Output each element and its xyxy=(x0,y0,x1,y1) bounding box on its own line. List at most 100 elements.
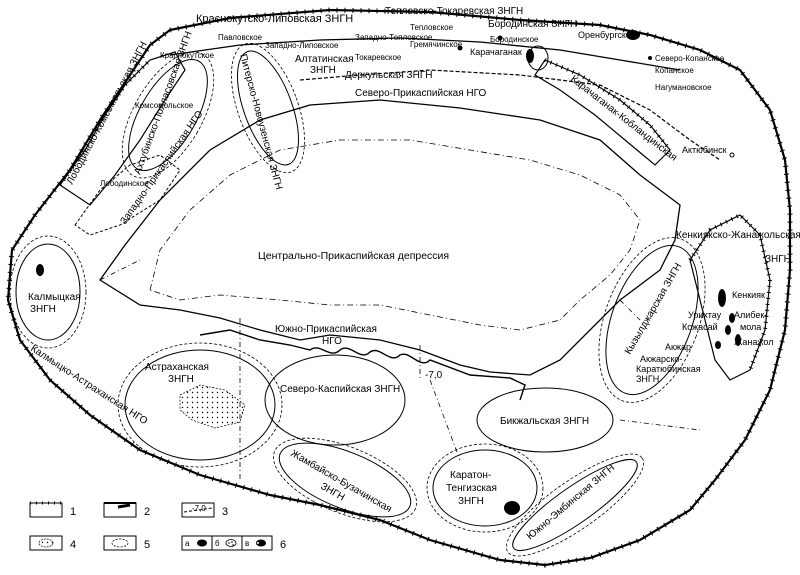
borodinskoe-field xyxy=(497,35,503,41)
label-tsentralno-prikaspiyskaya: Центрально-Прикаспийская депрессия xyxy=(258,250,449,262)
label-krasnokutsko-lipovskaya: Краснокутско-Липовская ЗНГН xyxy=(196,13,353,25)
label-karachaganak: Карачаганак xyxy=(470,47,522,57)
kenkiyak-field xyxy=(718,289,726,307)
label-tokarevskoe: Токаревское xyxy=(355,53,402,62)
label-karatyubinskaya: Каратюбинская xyxy=(636,364,701,374)
label-kenkiyak-znhn: ЗНГН xyxy=(765,254,791,265)
label-astrakhanskaya-2: ЗНГН xyxy=(168,374,194,385)
label-nagumanovskoe: Нагумановское xyxy=(655,83,712,92)
kalmytskaya-field xyxy=(36,264,44,276)
label-zapadno-teplovskoe: Западно-Тепловское xyxy=(355,33,433,42)
label-mola: мола xyxy=(740,322,761,332)
legend-label-5: 5 xyxy=(144,539,150,551)
label-kenkiyaksko-zhanazholskaya: Кенкиякско-Жанажольская xyxy=(676,230,800,241)
label-isoline-minus-7: -7,0 xyxy=(425,370,443,381)
yuzhno-embinskaya-zone xyxy=(512,459,638,551)
akhtubinsko-zone xyxy=(128,59,208,171)
karachaganak-field-core xyxy=(526,49,534,63)
label-kenkiyak: Кенкияк xyxy=(732,290,765,300)
legend-label-6: 6 xyxy=(280,539,286,551)
zhanazhol-field xyxy=(735,334,741,346)
legend-sub-v: в xyxy=(245,539,249,548)
kalmytskaya-zone-outer xyxy=(9,235,87,349)
label-severo-kopanskoe: Северо-Копанское xyxy=(655,54,725,63)
karaton-zone xyxy=(432,449,538,527)
label-severo-prikaspiyskaya: Северо-Прикаспийская НГО xyxy=(355,88,487,99)
west-zone xyxy=(74,154,181,236)
gremyachinskoe-field xyxy=(457,45,463,51)
orenburgskoe-field xyxy=(626,30,640,40)
kyzyldzharskaya-zone xyxy=(605,244,699,396)
division-lines xyxy=(99,259,701,480)
label-zhanazhol: Жанажол xyxy=(734,337,773,347)
label-zhambaysko-buzachinskaya: Жамбайско-Бузачинская xyxy=(289,447,394,515)
isoline-minus-7 xyxy=(199,329,526,401)
legend-label-3: 3 xyxy=(222,506,228,518)
label-karaton: Каратон- xyxy=(450,470,491,481)
astrakhanskaya-zone xyxy=(124,349,276,461)
inner-dashed-boundary xyxy=(149,139,641,331)
zhambaysko-zone xyxy=(278,442,412,518)
legend-sub-b: б xyxy=(215,539,220,548)
kenkiyak-hatch xyxy=(688,212,773,371)
label-borodinskaya: Бородинская ЗНГН xyxy=(488,19,577,30)
label-derkulskaya: Деркульская ЗНГН xyxy=(345,70,432,81)
label-bikzhalskaya: Бикжальская ЗНГН xyxy=(500,416,589,427)
legend-item-6: а б в 6 xyxy=(181,535,286,551)
legend-iso-value: -7,0 xyxy=(192,504,206,513)
label-komsomolskoe: Комсомольское xyxy=(135,101,194,110)
akhtubinsko-zone-outer xyxy=(121,51,215,179)
label-karatyubinskaya-znhn: ЗНГН xyxy=(636,374,659,384)
legend-item-4: 4 xyxy=(29,535,76,551)
label-severo-kaspiyskaya: Северо-Каспийская ЗНГН xyxy=(280,384,400,395)
severo-kopanskoe-field xyxy=(648,56,652,60)
lobodinsko-komsomolskaya-zone xyxy=(59,51,186,206)
legend-item-5: 5 xyxy=(103,535,150,551)
legend-label-1: 1 xyxy=(70,506,76,518)
tengiz-field xyxy=(504,501,520,515)
karachaganak-zone xyxy=(534,59,671,166)
kyzyldzharskaya-zone-outer xyxy=(598,237,706,403)
kozhasay-field xyxy=(715,341,721,349)
label-alibek: Алибек- xyxy=(734,310,767,320)
label-karaton-znhn: ЗНГН xyxy=(458,496,484,507)
label-yuzhno-prikaspiyskaya-2: НГО xyxy=(322,336,342,347)
label-altatinskaya-2: ЗНГН xyxy=(310,65,336,76)
label-akzharsko: Акжарско- xyxy=(640,354,683,364)
label-akzhar: Акжар xyxy=(665,342,691,352)
legend-label-4: 4 xyxy=(70,539,76,551)
legend-item-2: 2 xyxy=(103,502,150,518)
label-aktyubinsk: Актюбинск xyxy=(682,145,727,155)
label-gremyachinskoe: Гремячинское xyxy=(410,40,463,49)
kalmytskaya-zone xyxy=(15,243,81,341)
legend-item-3: -7,0 3 xyxy=(181,502,228,518)
label-kalmytskaya: Калмыцкая xyxy=(28,292,81,303)
label-kalmytskaya-2: ЗНГН xyxy=(30,304,56,315)
basin-boundary xyxy=(6,8,792,567)
label-yuzhno-embinskaya: Южно-Эмбинская ЗНГН xyxy=(524,462,617,543)
severo-kaspiyskaya-zone xyxy=(264,354,406,446)
astrakhanskaya-zone-outer xyxy=(117,342,283,468)
legend: 1 2 -7,0 3 4 5 xyxy=(29,501,286,551)
label-teplovskoe: Тепловское xyxy=(410,23,454,32)
legend-item-1: 1 xyxy=(29,501,76,518)
aktyubinsk-city xyxy=(729,152,735,158)
label-tengizskaya: Тенгизская xyxy=(446,483,497,494)
label-kozhasay: Кожасай xyxy=(682,322,718,332)
label-zapadno-lipovskoe: Западно-Липовское xyxy=(265,41,339,50)
label-teplovsko-tokarevskaya: Тепловско-Токаревская ЗНГН xyxy=(385,6,523,17)
yuzhno-embinskaya-zone-outer xyxy=(506,453,644,557)
label-astrakhanskaya: Астраханская xyxy=(145,362,209,373)
label-krasnokutskoe: Краснокутское xyxy=(160,51,215,60)
piterskо-zone xyxy=(237,50,299,166)
label-yuzhno-prikaspiyskaya: Южно-Прикаспийская xyxy=(275,324,377,335)
legend-sub-a: а xyxy=(185,539,190,548)
alibekmola-field xyxy=(725,325,731,335)
zhambaysko-zone-outer xyxy=(273,437,417,523)
label-urikhtau: Урихтау xyxy=(688,310,722,320)
bikzhalskaya-zone xyxy=(476,387,614,453)
label-orenburgskoe: Оренбургское xyxy=(578,30,636,40)
label-pavlovskoe: Павловское xyxy=(218,33,263,42)
